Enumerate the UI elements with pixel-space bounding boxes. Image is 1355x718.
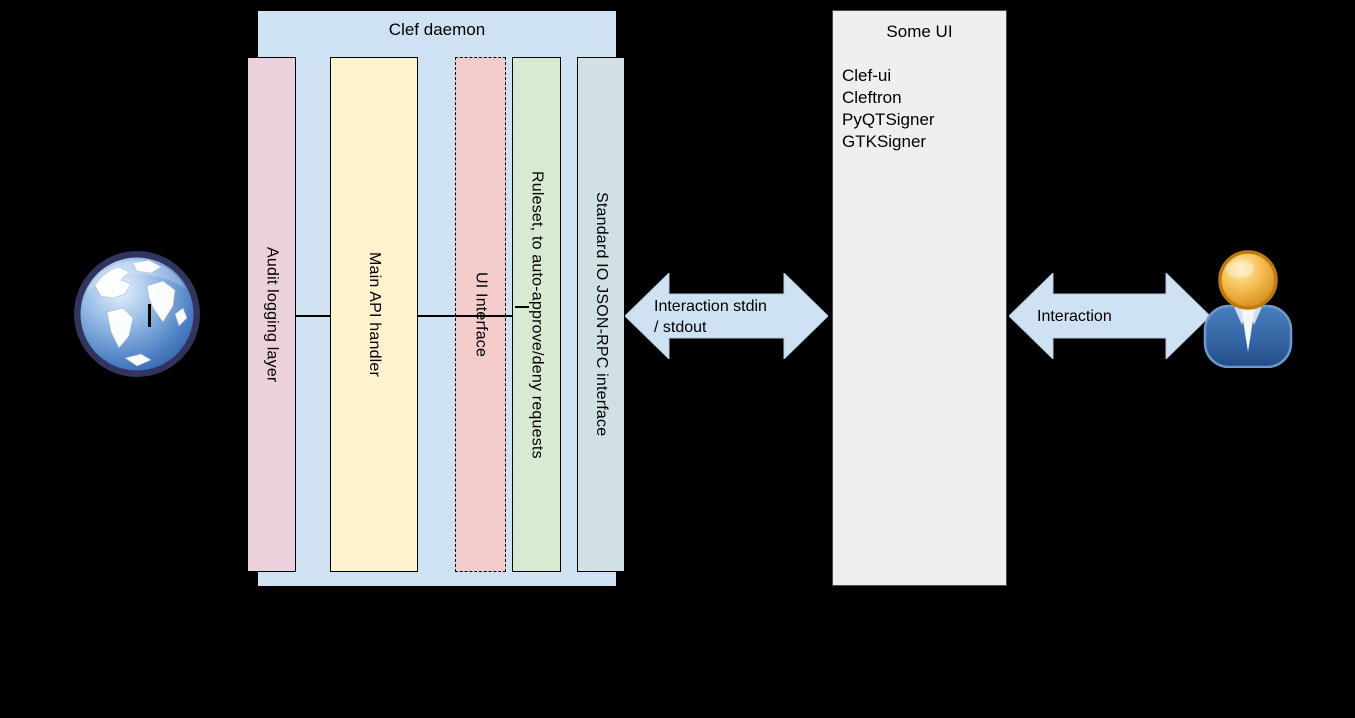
connector-endpoint-tick: [148, 304, 151, 327]
layer-ruleset: Ruleset, to auto-approve/deny requests: [512, 57, 561, 572]
user-icon: [1198, 249, 1298, 369]
layer-main-api-handler: Main API handler: [330, 57, 418, 572]
some-ui-box: Some UI Clef-ui Cleftron PyQTSigner GTKS…: [832, 10, 1007, 586]
arrow-label-line2: / stdout: [654, 319, 707, 336]
list-item: GTKSigner: [842, 132, 927, 151]
clef-daemon-title: Clef daemon: [388, 20, 486, 39]
arrow-label-stdin-stdout: Interaction stdin / stdout: [654, 296, 814, 338]
arrow-label-line1: Interaction stdin: [654, 298, 767, 315]
globe-icon: [71, 250, 203, 379]
list-item: PyQTSigner: [842, 110, 935, 129]
layer-ui-interface-label: UI Interface: [472, 271, 490, 358]
layer-stdio-jsonrpc: Standard IO JSON-RPC interface: [577, 57, 625, 572]
list-item: Cleftron: [842, 88, 902, 107]
clef-daemon-box: [257, 10, 617, 587]
layer-main-api-handler-label: Main API handler: [366, 251, 383, 378]
arrow-label-interaction: Interaction: [1037, 308, 1112, 325]
layer-audit-logging-label: Audit logging layer: [263, 246, 281, 383]
layer-ruleset-label: Ruleset, to auto-approve/deny requests: [528, 170, 546, 459]
connector-stub: [515, 306, 529, 308]
some-ui-list: Clef-ui Cleftron PyQTSigner GTKSigner: [833, 65, 1006, 153]
layer-ui-interface: UI Interface: [455, 57, 506, 572]
list-item: Clef-ui: [842, 66, 892, 85]
layer-audit-logging: Audit logging layer: [247, 57, 296, 572]
some-ui-title: Some UI: [886, 22, 953, 41]
layer-stdio-jsonrpc-label: Standard IO JSON-RPC interface: [593, 192, 610, 437]
